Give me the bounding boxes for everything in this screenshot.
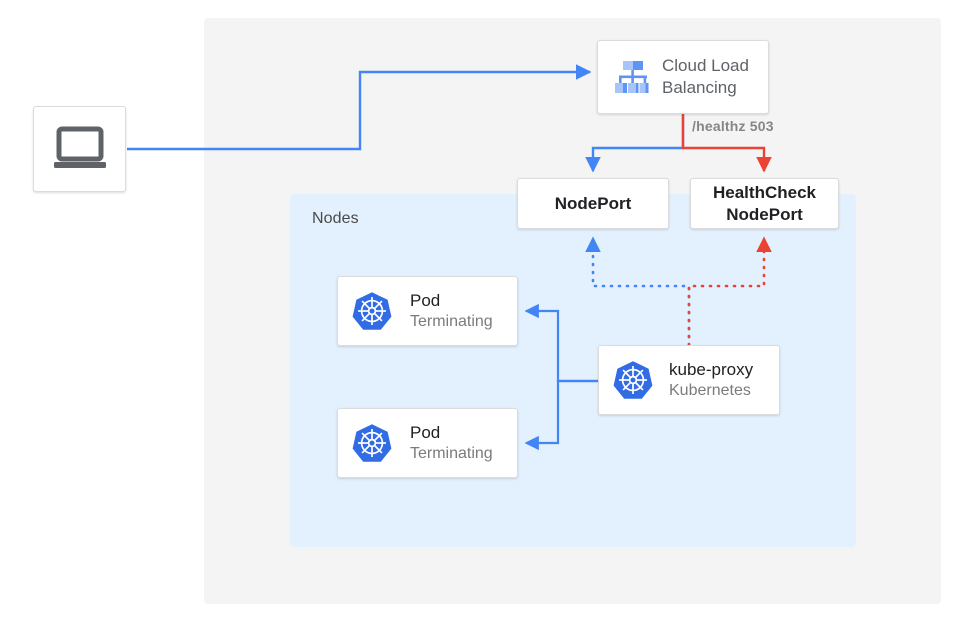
cloud-load-balancing-node[interactable]: Cloud Load Balancing (597, 40, 769, 114)
nodes-panel-label: Nodes (312, 210, 359, 227)
healthz-edge-label: /healthz 503 (692, 118, 774, 134)
client-node[interactable] (33, 106, 126, 192)
kube-proxy-title: kube-proxy (669, 359, 754, 379)
cloud-load-balancing-text: Cloud Load Balancing (662, 55, 749, 99)
pod-1-text: Pod Terminating (410, 290, 493, 333)
pod-1-status: Terminating (410, 312, 493, 330)
pod-1-title: Pod (410, 290, 441, 310)
healthcheck-nodeport-label-line-2: NodePort (726, 204, 803, 224)
pod-node-2[interactable]: Pod Terminating (337, 408, 518, 478)
pod-2-title: Pod (410, 422, 441, 442)
kubernetes-icon (352, 291, 392, 331)
kubernetes-icon (613, 360, 653, 400)
kube-proxy-text: kube-proxy Kubernetes (669, 359, 753, 402)
healthcheck-nodeport-label-line-1: HealthCheck (713, 183, 816, 203)
cloud-load-balancing-title-line-2: Balancing (662, 78, 737, 97)
healthcheck-nodeport-node[interactable]: HealthCheck NodePort (690, 178, 839, 229)
nodeport-label: NodePort (554, 193, 632, 213)
pod-2-text: Pod Terminating (410, 422, 493, 465)
cloud-load-balancing-title-line-1: Cloud Load (662, 55, 749, 75)
cloud-load-balancing-icon (610, 56, 652, 98)
healthcheck-nodeport-label: HealthCheck NodePort (713, 182, 816, 225)
pod-2-status: Terminating (410, 444, 493, 462)
kube-proxy-subtitle: Kubernetes (669, 381, 751, 399)
laptop-icon (53, 126, 107, 172)
kube-proxy-node[interactable]: kube-proxy Kubernetes (598, 345, 780, 415)
nodeport-node[interactable]: NodePort (517, 178, 669, 229)
kubernetes-icon (352, 423, 392, 463)
pod-node-1[interactable]: Pod Terminating (337, 276, 518, 346)
